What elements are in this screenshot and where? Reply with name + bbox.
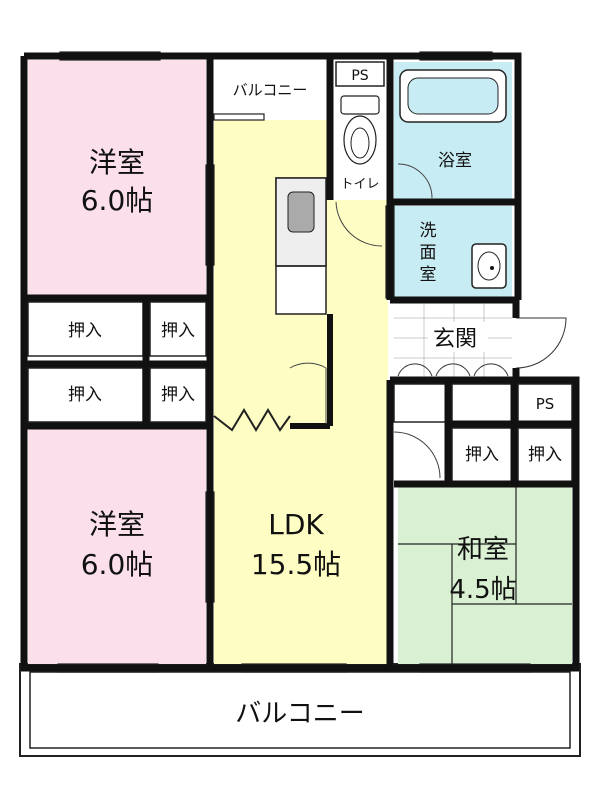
closet-w1-right-label: 押入	[161, 321, 195, 341]
entrance-label: 玄関	[433, 327, 477, 352]
closet-washitsu-right-label: 押入	[528, 445, 562, 465]
walls	[20, 52, 580, 672]
western-room-bottom-size: 6.0帖	[81, 548, 154, 581]
ldk-label: LDK	[268, 508, 324, 541]
western-room-bottom-label: 洋室	[89, 508, 145, 541]
balcony-bottom: バルコニー	[19, 663, 581, 757]
kitchen-counter	[275, 177, 327, 315]
balcony-top-label: バルコニー	[233, 81, 308, 99]
western-room-bottom: 洋室 6.0帖	[28, 428, 206, 664]
washroom-label-2: 面	[420, 243, 437, 263]
closet-w2-left-label: 押入	[68, 385, 102, 405]
closet-row-1: 押入 押入	[27, 301, 207, 357]
ldk-size: 15.5帖	[251, 548, 341, 581]
toilet-room: トイレ	[334, 86, 386, 247]
washroom-label-1: 洗	[420, 221, 437, 241]
western-room-top-label: 洋室	[89, 146, 145, 179]
washitsu-label: 和室	[457, 535, 509, 565]
toilet-label: トイレ	[340, 177, 379, 192]
balcony-bottom-label: バルコニー	[235, 699, 364, 729]
closet-row-2: 押入 押入	[27, 367, 207, 423]
closet-w1-left-label: 押入	[68, 321, 102, 341]
washroom-label-3: 室	[420, 265, 437, 285]
bathroom: 浴室	[394, 62, 512, 200]
ps-right-label: PS	[536, 395, 555, 413]
washroom: 洗 面 室	[394, 206, 512, 298]
entrance: 玄関	[394, 304, 567, 378]
washitsu-size: 4.5帖	[449, 575, 516, 605]
closet-washitsu-left-label: 押入	[465, 445, 499, 465]
western-room-top: 洋室 6.0帖	[28, 60, 206, 296]
closet-w2-right-label: 押入	[161, 385, 195, 405]
ldk-room: LDK 15.5帖	[214, 120, 388, 664]
ps-top-label: PS	[351, 68, 368, 84]
ldk-partition	[213, 314, 333, 432]
bath-label: 浴室	[438, 151, 472, 171]
washitsu-room: 和室 4.5帖	[398, 486, 572, 664]
western-room-top-size: 6.0帖	[81, 184, 154, 217]
washitsu-closets: PS 押入 押入	[393, 383, 573, 483]
balcony-top: バルコニー	[210, 58, 330, 120]
ps-top: PS	[335, 61, 385, 87]
